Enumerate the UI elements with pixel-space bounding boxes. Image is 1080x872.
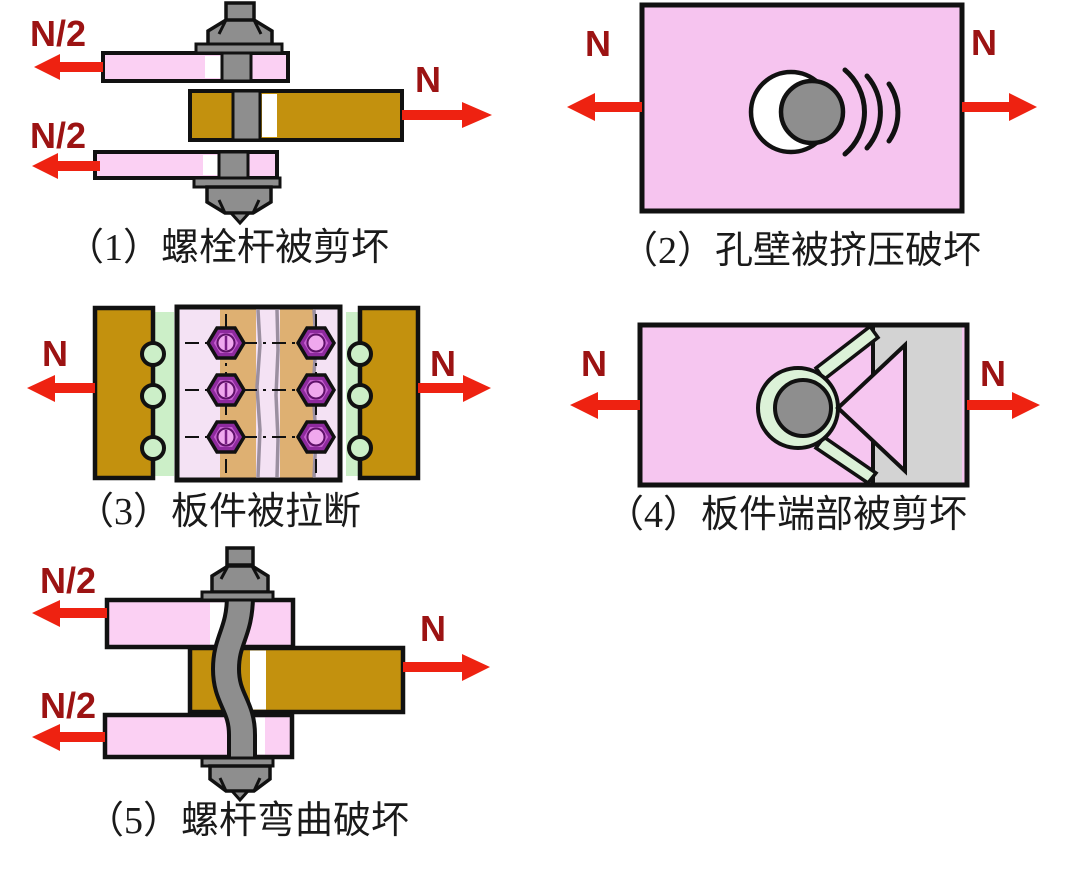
shear-wedge: [835, 340, 907, 476]
hole-gap: [250, 650, 266, 710]
force-label-n-right: N: [980, 353, 1006, 394]
bolt-bending-diagram: [32, 546, 490, 803]
force-arrow-right: [402, 102, 492, 128]
force-arrows: [567, 93, 1037, 121]
force-label-n2-bottom: N/2: [30, 115, 87, 156]
bolt: [778, 78, 846, 146]
bolt-hex: [295, 420, 337, 454]
bolt-nut: [192, 176, 282, 226]
force-label-n-left: N: [581, 343, 607, 384]
force-label-n-right: N: [420, 608, 446, 649]
figure-4-plate-end-shear: N N （4）板件端部被剪坏: [540, 290, 1080, 550]
bolt-head: [194, 1, 284, 55]
top-plate: [101, 51, 290, 83]
force-arrow-left-bottom: [32, 153, 100, 179]
figure-1-caption: （1）螺栓杆被剪坏: [66, 227, 390, 269]
right-plate: [346, 305, 421, 481]
hole-gap: [203, 155, 219, 175]
figure-5-caption: （5）螺杆弯曲破坏: [86, 800, 410, 842]
bolt: [773, 378, 833, 438]
figure-3-caption: （3）板件被拉断: [76, 491, 362, 533]
pressure-wave-arcs: [842, 67, 901, 157]
figure-2-hole-bearing-failure: N N （2）孔壁被挤压破坏: [540, 0, 1080, 290]
force-label-n2-top: N/2: [40, 560, 97, 601]
force-arrows: [570, 392, 1040, 419]
force-label-n-left: N: [585, 23, 611, 64]
left-plate: [92, 305, 174, 481]
force-arrows: [32, 600, 490, 751]
force-arrows: [32, 54, 492, 179]
bolt-hex: [295, 326, 337, 360]
force-arrow-left-top: [32, 600, 107, 627]
figure-4-caption: （4）板件端部被剪坏: [606, 494, 968, 536]
sheared-shank-segment: [231, 89, 262, 142]
bolt-head: [200, 546, 275, 602]
force-arrow-right: [418, 375, 491, 402]
force-arrow-right: [962, 93, 1037, 121]
bearing-failure-diagram: [567, 2, 1037, 214]
force-label-n-right: N: [430, 343, 456, 384]
force-arrow-left: [567, 93, 642, 121]
force-arrow-left: [570, 392, 640, 419]
top-plate: [104, 597, 296, 650]
figure-1-bolt-shank-shear: N/2 N/2 N （1）螺栓杆被剪坏: [0, 0, 540, 290]
force-label-n-left: N: [42, 333, 68, 374]
hole-gap: [205, 56, 222, 78]
middle-plate: [188, 89, 404, 142]
force-arrow-left-top: [34, 54, 103, 80]
force-label-n-right: N: [415, 59, 441, 100]
sheared-shank-segment: [217, 150, 250, 180]
force-arrow-left-bottom: [32, 724, 105, 751]
force-arrow-right: [403, 654, 490, 681]
plates: [93, 51, 404, 180]
force-label-n2-top: N/2: [30, 13, 87, 54]
force-label-n-right: N: [971, 22, 997, 63]
sheared-shank-segment: [220, 51, 253, 83]
force-arrow-right: [967, 392, 1040, 419]
hole-gap: [262, 94, 277, 137]
force-arrow-left: [27, 375, 95, 402]
force-label-n2-bottom: N/2: [40, 685, 97, 726]
figure-3-plate-tension-failure: N N （3）板件被拉断: [0, 290, 540, 550]
bolts: [205, 326, 337, 454]
bottom-plate: [93, 150, 279, 180]
figure-2-caption: （2）孔壁被挤压破坏: [620, 230, 982, 272]
force-arrows: [27, 375, 491, 402]
bolt-nut: [200, 756, 275, 803]
plate-rupture-diagram: [27, 304, 491, 483]
bolt-shear-diagram: [32, 1, 492, 226]
bent-bolt-shank: [210, 594, 257, 759]
bolt-hex: [205, 326, 247, 360]
end-shear-diagram: [570, 322, 1040, 488]
figure-5-bolt-bending-failure: N/2 N/2 N （5）螺杆弯曲破坏: [0, 545, 540, 872]
bolt-hex: [295, 373, 337, 407]
bolt-hex: [205, 420, 247, 454]
bolt-hex: [205, 373, 247, 407]
